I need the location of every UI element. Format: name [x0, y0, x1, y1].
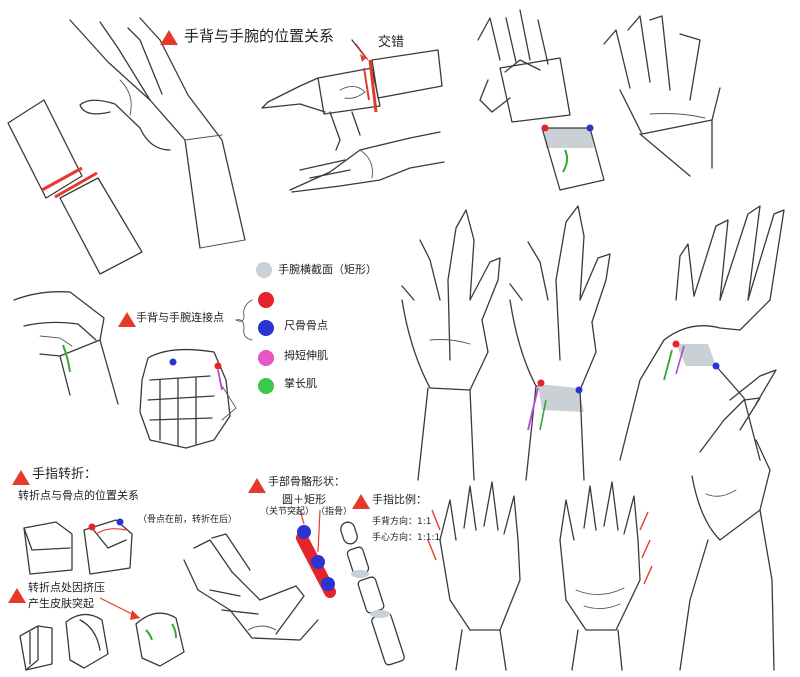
- hand-back-proportion: [427, 481, 521, 671]
- palmaris-dot-icon: [258, 378, 274, 394]
- extensor-dot-icon: [258, 350, 274, 366]
- bone-shape-label: 圆＋矩形: [282, 493, 326, 506]
- wrist-block-diagram: [7, 99, 143, 275]
- section-marker-icon: [118, 312, 136, 327]
- skin-bulge-subtitle: 产生皮肤突起: [28, 597, 94, 610]
- section-marker-icon: [8, 588, 26, 603]
- bone-phalanx-label: （指骨）: [316, 507, 353, 517]
- skin-bulge-title: 转折点处因挤压: [28, 581, 105, 594]
- section-title-bone-shape: 手部骨骼形状：: [268, 475, 345, 488]
- legend-label-ulna: 尺骨骨点: [284, 319, 328, 332]
- bone-shape-diagram: [296, 509, 405, 666]
- section-title-finger-ratio: 手指比例：: [372, 493, 427, 506]
- section-marker-icon: [160, 30, 178, 45]
- finger-turns-note: （骨点在前，转折在后）: [138, 515, 238, 525]
- finger-block-diagrams: [19, 597, 185, 671]
- section-title-back-wrist: 手背与手腕的位置关系: [184, 27, 335, 45]
- wrist-connection-closeup: [13, 291, 119, 405]
- section-title-finger-turns: 手指转折：: [32, 467, 98, 482]
- stagger-label: 交错: [378, 35, 405, 50]
- hand-ok-middle: [509, 205, 611, 481]
- hand-palm-proportion: [559, 481, 653, 671]
- section-marker-icon: [12, 470, 30, 485]
- spread-fingers-hand: [183, 533, 319, 641]
- fist-sketch: [139, 348, 237, 449]
- legend-label-cross-section: 手腕横截面（矩形）: [278, 263, 377, 276]
- legend-label-extensor: 拇短伸肌: [284, 349, 328, 362]
- hand-open-right: [619, 205, 785, 461]
- cross-section-swatch-icon: [256, 262, 272, 278]
- finger-turn-diagrams: [23, 518, 133, 575]
- palm-ratio-label: 手心方向：1:1:1: [372, 533, 441, 543]
- raised-hand-sketch: [69, 17, 246, 249]
- radius-dot-icon: [258, 292, 274, 308]
- section-marker-icon: [248, 478, 266, 493]
- top-right-hand-left: [477, 9, 605, 191]
- reclining-hand-sketch: [289, 131, 445, 193]
- pointing-hand-block: [261, 39, 443, 151]
- finger-turns-subtitle: 转折点与骨点的位置关系: [18, 489, 139, 502]
- section-title-connection: 手背与手腕连接点: [136, 311, 224, 324]
- ulna-dot-icon: [258, 320, 274, 336]
- hand-ok-left: [401, 209, 501, 481]
- back-ratio-label: 手背方向：1:1: [372, 517, 432, 527]
- top-right-hand-right: [603, 15, 721, 177]
- section-marker-icon: [352, 494, 370, 509]
- bone-joint-label: （关节突起）: [260, 507, 315, 517]
- relaxed-hand-sketch: [679, 369, 777, 671]
- legend-label-palmaris: 掌长肌: [284, 377, 317, 390]
